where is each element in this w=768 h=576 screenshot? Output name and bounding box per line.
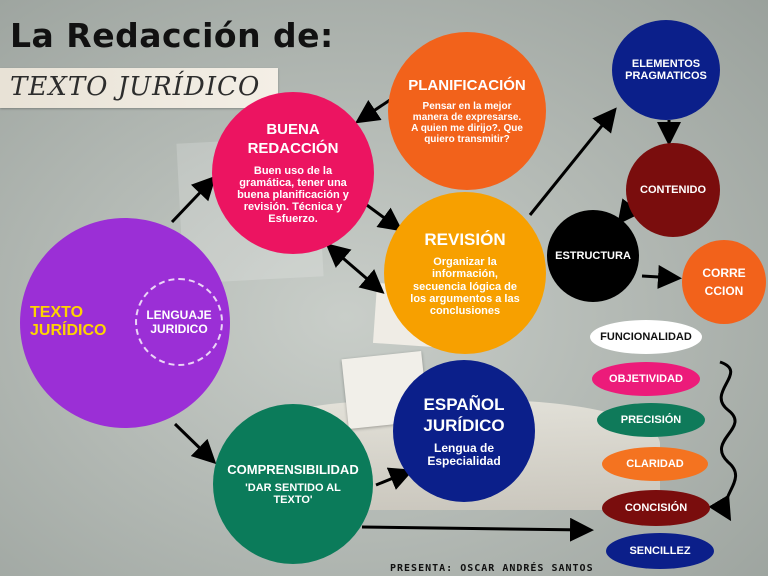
page-title: La Redacción de: [10, 16, 334, 55]
node-buena-redaccion: BUENA REDACCIÓN Buen uso de la gramática… [212, 92, 374, 254]
quality-sencillez: SENCILLEZ [606, 533, 714, 569]
estructura-label: ESTRUCTURA [555, 249, 631, 262]
quality-funcionalidad: FUNCIONALIDAD [590, 320, 702, 354]
node-lenguaje-juridico [135, 278, 223, 366]
comprensibilidad-body: 'DAR SENTIDO AL TEXTO' [245, 482, 341, 507]
subtitle-banner [0, 68, 278, 108]
lenguaje-juridico-label: LENGUAJE JURIDICO [146, 308, 212, 337]
espanol-juridico-title: ESPAÑOL JURÍDICO [423, 394, 505, 435]
node-planificacion: PLANIFICACIÓN Pensar en la mejor manera … [388, 32, 546, 190]
quality-concision: CONCISIÓN [602, 490, 710, 526]
revision-title: REVISIÓN [424, 230, 506, 250]
buena-redaccion-title: BUENA REDACCIÓN [247, 121, 339, 157]
node-correccion: CORRE CCION [682, 240, 766, 324]
comprensibilidad-title: COMPRENSIBILIDAD [227, 461, 359, 477]
quality-claridad: CLARIDAD [602, 447, 708, 481]
node-contenido: CONTENIDO [626, 143, 720, 237]
page-subtitle: TEXTO JURÍDICO [10, 72, 261, 102]
buena-redaccion-body: Buen uso de la gramática, tener una buen… [237, 164, 349, 225]
texto-juridico-label: TEXTO JURÍDICO [30, 304, 107, 339]
node-revision: REVISIÓN Organizar la información, secue… [384, 192, 546, 354]
contenido-label: CONTENIDO [640, 183, 706, 196]
node-comprensibilidad: COMPRENSIBILIDAD 'DAR SENTIDO AL TEXTO' [213, 404, 373, 564]
planificacion-title: PLANIFICACIÓN [408, 76, 526, 94]
revision-body: Organizar la información, secuencia lógi… [410, 256, 520, 317]
elementos-pragmaticos-label: ELEMENTOS PRAGMATICOS [625, 57, 707, 82]
planificacion-body: Pensar en la mejor manera de expresarse.… [411, 101, 523, 146]
quality-objetividad: OBJETIVIDAD [592, 362, 700, 396]
espanol-juridico-body: Lengua de Especialidad [427, 441, 501, 469]
node-espanol-juridico: ESPAÑOL JURÍDICO Lengua de Especialidad [393, 360, 535, 502]
correccion-label: CORRE CCION [702, 266, 746, 298]
quality-precision: PRECISIÓN [597, 403, 705, 437]
footer-credit: PRESENTA: OSCAR ANDRÉS SANTOS [390, 563, 594, 574]
node-elementos-pragmaticos: ELEMENTOS PRAGMATICOS [612, 20, 720, 120]
node-estructura: ESTRUCTURA [547, 210, 639, 302]
